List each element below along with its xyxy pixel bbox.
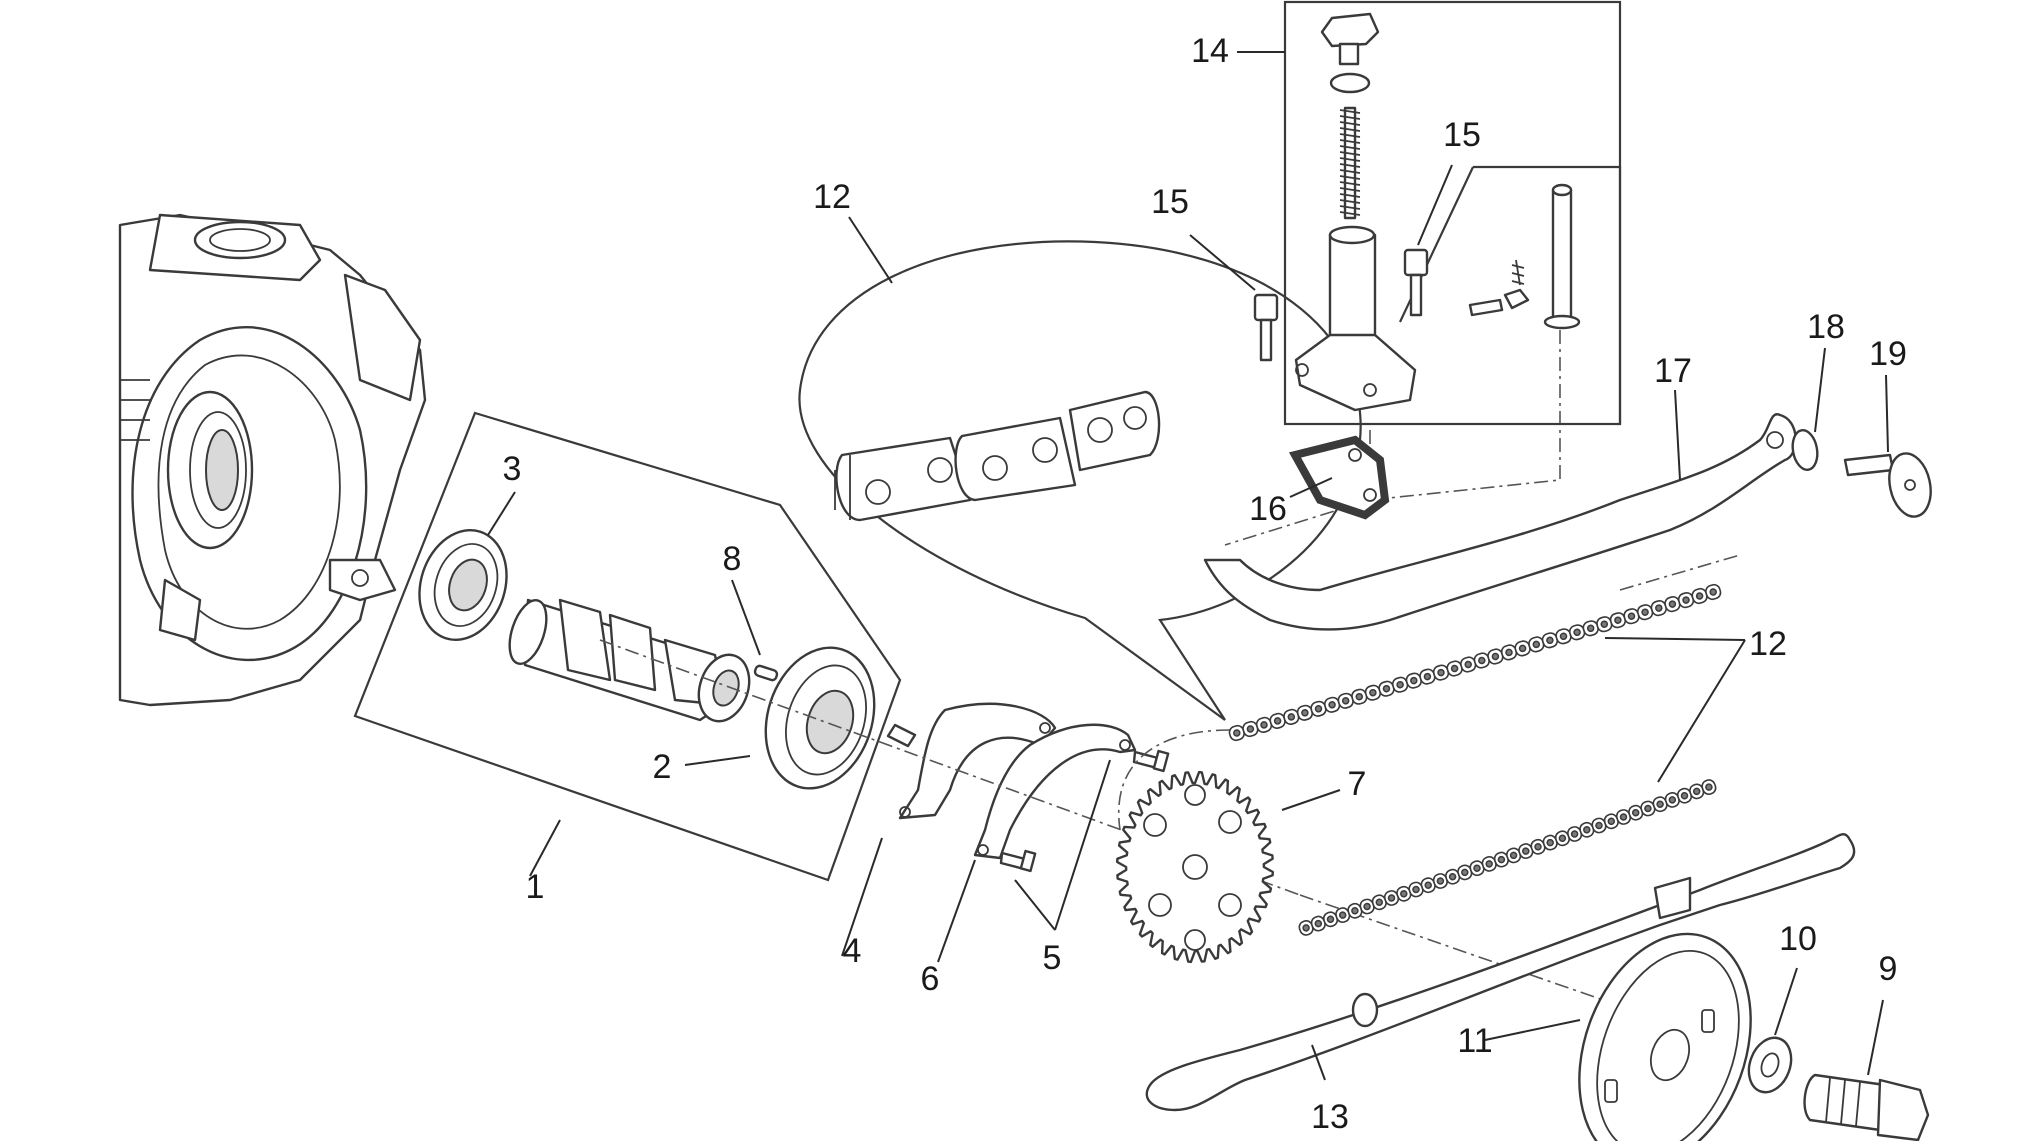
label-13: 13	[1311, 1098, 1349, 1136]
axis-line-upper-chain	[1117, 729, 1231, 831]
label-9: 9	[1879, 950, 1898, 988]
chain-link	[1296, 704, 1314, 721]
o-ring-18	[1791, 428, 1819, 472]
label-5: 5	[1043, 939, 1062, 977]
chain-link	[1445, 868, 1461, 885]
chain-link	[1664, 596, 1681, 613]
screw-15-left	[1253, 293, 1279, 362]
axis-line-guide	[1619, 554, 1741, 591]
screw-5-lower	[999, 849, 1037, 873]
chain-link	[1371, 894, 1387, 911]
label-15-left: 15	[1151, 183, 1189, 221]
bearing-2	[764, 646, 876, 790]
dowel-pin	[886, 723, 917, 748]
sprocket-7	[1116, 770, 1274, 964]
bearing-3	[418, 528, 508, 642]
disc-11	[1578, 932, 1752, 1141]
label-19: 19	[1869, 335, 1907, 373]
retainer-plate-4	[898, 702, 1057, 820]
chain-link	[1568, 624, 1586, 641]
chain-link	[1652, 796, 1668, 813]
label-1: 1	[526, 868, 545, 906]
chain-guide-13	[1145, 833, 1856, 1112]
chain-link	[1359, 898, 1375, 915]
screw-5-upper	[1132, 749, 1170, 773]
label-14: 14	[1191, 32, 1229, 70]
label-3: 3	[503, 450, 522, 488]
chain-link	[1269, 712, 1286, 729]
chain-link	[1405, 672, 1422, 689]
chain-link	[1473, 652, 1490, 669]
chain-link	[1469, 860, 1485, 877]
label-18: 18	[1807, 308, 1845, 346]
chain-link	[1705, 583, 1722, 601]
chain-link	[1310, 700, 1327, 717]
label-2: 2	[653, 748, 672, 786]
chain-link	[1351, 688, 1368, 705]
axis-line-camshaft	[599, 639, 1301, 896]
chain-link	[1335, 907, 1351, 923]
chain-link	[1432, 664, 1450, 681]
chain-link	[1408, 881, 1424, 898]
camshaft	[508, 598, 751, 723]
label-12-inset: 12	[813, 178, 851, 216]
retainer-plate-6	[973, 723, 1137, 860]
label-16: 16	[1249, 490, 1287, 528]
chain-detail-bubble	[798, 240, 1362, 721]
chain-link	[1640, 800, 1656, 817]
chain-link	[1322, 911, 1339, 928]
callout-labels: 1 2 3 4 5 6 7 8 9 10 11 12 12 13 14 15 1…	[503, 32, 1907, 1136]
gasket-16	[1288, 435, 1390, 520]
tensioner-14	[1294, 12, 1581, 412]
chain-link	[1623, 608, 1640, 625]
chain-link	[1347, 902, 1363, 919]
camshaft-group-frame	[353, 411, 902, 882]
axis-line-tensioner	[1224, 330, 1561, 546]
washer-10	[1747, 1036, 1793, 1094]
chain-link	[1383, 890, 1400, 906]
label-6: 6	[921, 960, 940, 998]
label-7: 7	[1348, 765, 1367, 803]
chain-link	[1596, 616, 1613, 633]
chain-link	[1298, 920, 1314, 936]
engine-casing	[118, 213, 427, 707]
chain-link	[1701, 779, 1717, 795]
bolt-9	[1803, 1073, 1930, 1141]
chain-link	[1420, 877, 1436, 894]
chain-link	[1676, 787, 1693, 804]
chain-link	[1554, 830, 1570, 847]
label-11: 11	[1457, 1022, 1492, 1060]
timing-chain-upper	[1228, 583, 1722, 742]
label-4: 4	[843, 932, 862, 970]
label-10: 10	[1779, 920, 1817, 958]
chain-link	[1446, 660, 1463, 677]
chain-link	[1691, 587, 1708, 605]
chain-link	[1500, 644, 1518, 661]
chain-link	[1364, 684, 1382, 701]
chain-link	[1528, 636, 1545, 653]
chain-link	[1419, 668, 1436, 685]
timing-chain-lower	[1298, 779, 1717, 936]
leader-lines	[487, 51, 1889, 1081]
chain-link	[1487, 648, 1504, 665]
label-15-right: 15	[1443, 116, 1481, 154]
chain-link	[1628, 804, 1644, 821]
chain-link	[1591, 817, 1607, 834]
label-17: 17	[1654, 352, 1692, 390]
chain-link	[1615, 809, 1632, 825]
chain-link-detail	[834, 390, 1161, 522]
label-8: 8	[723, 540, 742, 578]
pin-8	[753, 664, 779, 682]
label-12-chain: 12	[1749, 625, 1787, 663]
pivot-bolt-19	[1843, 452, 1932, 518]
screw-15-right	[1403, 248, 1429, 317]
